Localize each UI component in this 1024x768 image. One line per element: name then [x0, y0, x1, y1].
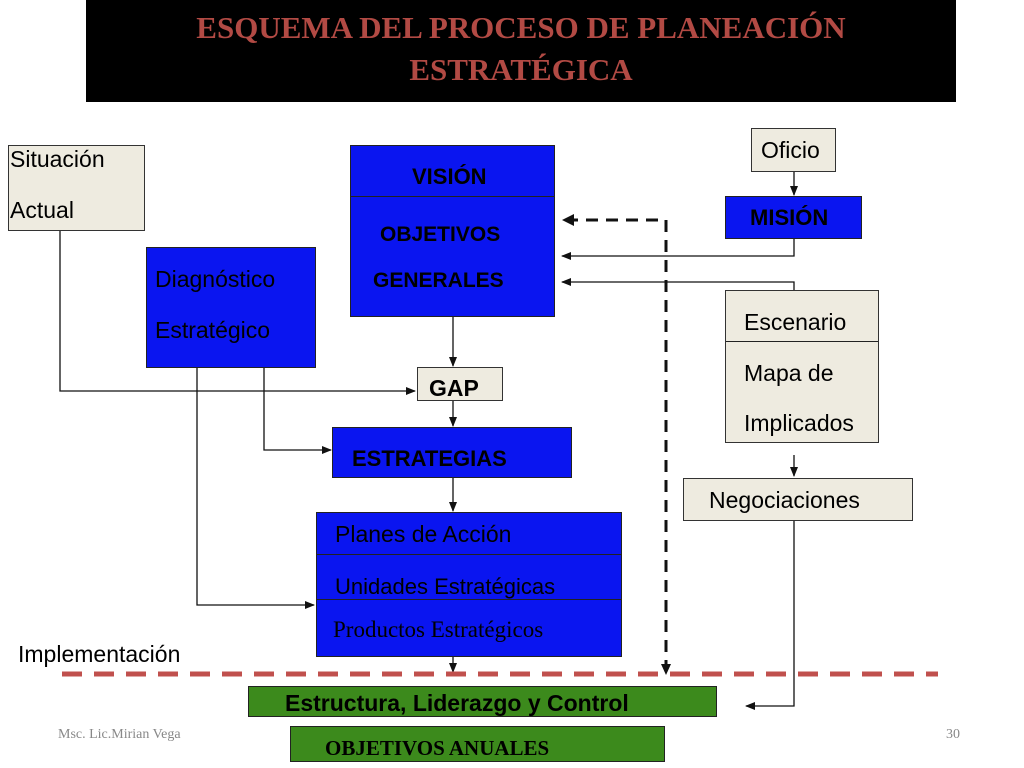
situacion-actual-box: Situación Actual	[8, 145, 145, 231]
arrow-diagnostico-planes	[196, 367, 315, 609]
negociaciones-box: Negociaciones	[683, 478, 913, 521]
arrow-mision-vision	[561, 239, 795, 260]
footer-page-number: 30	[946, 727, 960, 742]
gap-box: GAP	[417, 367, 503, 401]
estrategias-label: ESTRATEGIAS	[352, 446, 507, 471]
dashed-feedback-down-arrowhead	[661, 664, 671, 675]
arrow-situacion-gap	[59, 230, 416, 395]
estructura-label: Estructura, Liderazgo y Control	[285, 690, 629, 716]
diagnostico-line-1: Diagnóstico	[155, 266, 276, 292]
diagnostico-line-2: Estratégico	[155, 317, 271, 343]
estrategias-box: ESTRATEGIAS	[332, 427, 572, 478]
negociaciones-label: Negociaciones	[709, 487, 860, 513]
arrow-negociaciones-estructura	[745, 521, 795, 710]
dashed-feedback-arrowhead	[562, 214, 574, 226]
oficio-label: Oficio	[761, 137, 820, 163]
title-line-1: ESQUEMA DEL PROCESO DE PLANEACIÓN	[196, 10, 846, 45]
mision-box: MISIÓN	[725, 196, 862, 239]
oficio-box: Oficio	[751, 128, 836, 172]
footer-author: Msc. Lic.Mirian Vega	[58, 727, 181, 742]
objetivos-anuales-box: OBJETIVOS ANUALES	[290, 726, 665, 762]
planes-divider-2	[317, 599, 621, 600]
diagnostico-box: Diagnóstico Estratégico	[146, 247, 316, 368]
escenario-box: Escenario Mapa de Implicados	[725, 290, 879, 443]
vision-divider	[351, 196, 554, 197]
estructura-box: Estructura, Liderazgo y Control	[248, 686, 717, 717]
mapa-line-2: Implicados	[744, 410, 854, 436]
escenario-label: Escenario	[744, 309, 847, 335]
objetivos-line-1: OBJETIVOS	[380, 223, 501, 246]
planes-box: Planes de Acción Unidades Estratégicas P…	[316, 512, 622, 657]
arrow-diagnostico-estrategias	[263, 367, 332, 454]
mapa-line-1: Mapa de	[744, 360, 834, 386]
title-bar: ESQUEMA DEL PROCESO DE PLANEACIÓN ESTRAT…	[86, 0, 956, 102]
implementacion-label: Implementación	[18, 641, 181, 667]
dashed-feedback-line	[563, 218, 668, 672]
mision-label: MISIÓN	[750, 205, 829, 230]
planes-line-3: Productos Estratégicos	[333, 617, 544, 642]
vision-box: VISIÓN OBJETIVOS GENERALES	[350, 145, 555, 317]
planes-divider-1	[317, 554, 621, 555]
situacion-line-2: Actual	[10, 197, 74, 223]
planes-line-1: Planes de Acción	[335, 521, 512, 547]
objetivos-line-2: GENERALES	[373, 269, 504, 292]
situacion-line-1: Situación	[10, 146, 105, 172]
escenario-divider	[726, 341, 878, 342]
planes-line-2: Unidades Estratégicas	[335, 574, 556, 599]
title-line-2: ESTRATÉGICA	[409, 52, 633, 87]
vision-label: VISIÓN	[412, 164, 487, 189]
gap-label: GAP	[429, 375, 479, 401]
objetivos-anuales-label: OBJETIVOS ANUALES	[325, 736, 550, 760]
